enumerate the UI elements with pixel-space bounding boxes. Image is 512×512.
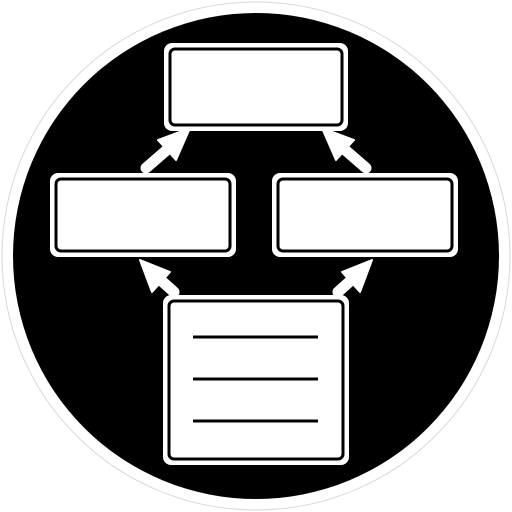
badge-disc <box>13 13 499 499</box>
arrow-up-left-icon <box>139 259 180 298</box>
document-box <box>163 295 349 465</box>
arrow-up-right-icon <box>332 259 373 298</box>
left-box <box>50 173 236 257</box>
top-box <box>164 43 348 131</box>
arrow-up-left-icon <box>321 127 372 174</box>
arrow-up-right-icon <box>140 127 191 174</box>
right-box <box>272 173 458 257</box>
